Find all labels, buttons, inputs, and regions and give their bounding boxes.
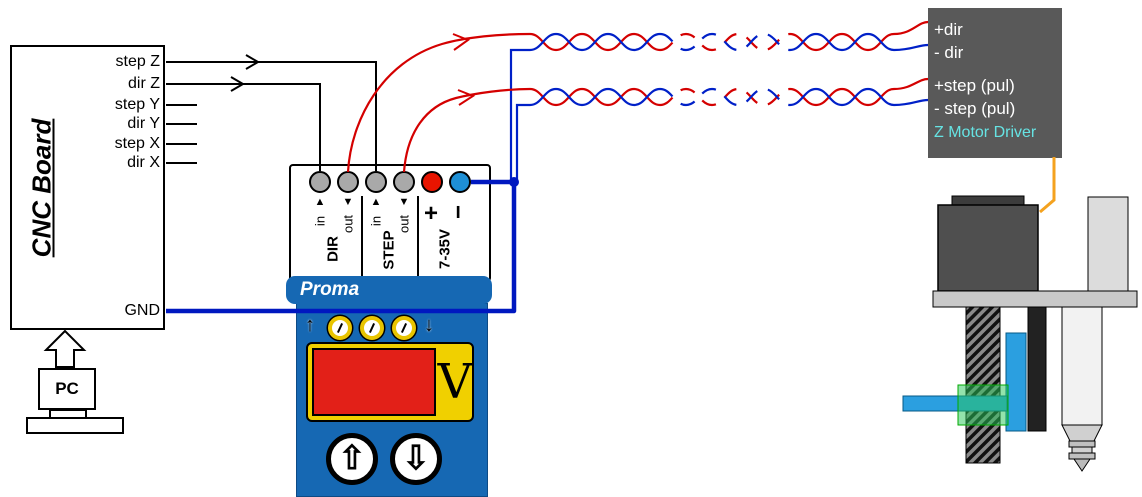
in-arrow-icon: ▲ bbox=[370, 196, 382, 208]
voltage-display bbox=[312, 348, 436, 416]
pc-label: PC bbox=[55, 379, 79, 398]
pc-stand bbox=[26, 409, 124, 434]
volt-unit-label: V bbox=[437, 354, 473, 410]
z-motor-driver-box: +dir - dir +step (pul) - step (pul) Z Mo… bbox=[928, 8, 1062, 158]
z-axis-assembly bbox=[902, 157, 1138, 472]
terminal-step-out bbox=[393, 171, 415, 193]
brand-label: Proma bbox=[300, 279, 360, 300]
signal-arrow-icon bbox=[452, 33, 471, 51]
motor-wire bbox=[1039, 157, 1056, 214]
section-divider bbox=[417, 196, 419, 276]
nut-highlight bbox=[957, 384, 1009, 426]
driver-pin-plus-dir: +dir bbox=[934, 20, 963, 39]
pin-label-step-z: step Z bbox=[115, 53, 160, 70]
stepper-motor bbox=[937, 204, 1039, 292]
minus-label: − bbox=[445, 204, 472, 220]
in-arrow-icon: ▲ bbox=[314, 196, 326, 208]
guide-rod-lower bbox=[1061, 306, 1103, 426]
red-signal-wires bbox=[346, 32, 531, 173]
out-arrow-icon: ▼ bbox=[398, 196, 410, 208]
decrease-button-icon: ⇩ bbox=[390, 433, 442, 485]
proma-brand-band: Proma bbox=[286, 276, 492, 304]
signal-arrow-icon bbox=[230, 76, 245, 92]
extruder-nozzle bbox=[1061, 424, 1103, 472]
increase-button-icon: ⇧ bbox=[326, 433, 378, 485]
support-bar bbox=[1027, 306, 1047, 432]
terminal-dir-in bbox=[309, 171, 331, 193]
pin-label-gnd: GND bbox=[124, 302, 160, 319]
junction-dot bbox=[509, 177, 519, 187]
pin-label-dir-z: dir Z bbox=[128, 75, 160, 92]
trim-up-arrow-icon: ↑ bbox=[305, 314, 315, 336]
dir-section-label: DIR bbox=[324, 236, 342, 262]
terminal-dir-out bbox=[337, 171, 359, 193]
trimpot-icon bbox=[328, 316, 352, 340]
pin-label-dir-y: dir Y bbox=[127, 115, 160, 132]
up-block-arrow-icon bbox=[43, 329, 87, 368]
signal-arrow-icon bbox=[457, 89, 476, 106]
trimpot-icon bbox=[392, 316, 416, 340]
dir-in-label: in bbox=[312, 215, 328, 227]
terminal-step-in bbox=[365, 171, 387, 193]
motor-cap bbox=[951, 195, 1025, 208]
driver-pin-minus-dir: - dir bbox=[934, 43, 964, 62]
pin-label-step-x: step X bbox=[114, 135, 160, 152]
signal-arrow-icon bbox=[245, 54, 260, 70]
pin-stub-wires bbox=[166, 104, 197, 164]
mounting-plate bbox=[932, 290, 1138, 308]
step-z-wire bbox=[166, 61, 377, 171]
pc-box: PC bbox=[38, 368, 96, 410]
cnc-board-box bbox=[10, 45, 165, 330]
step-out-label: out bbox=[396, 214, 412, 234]
twisted-pair-dir bbox=[529, 20, 929, 52]
out-arrow-icon: ▼ bbox=[342, 196, 354, 208]
trimpot-icon bbox=[360, 316, 384, 340]
twisted-pair-step bbox=[529, 77, 929, 107]
pin-label-step-y: step Y bbox=[114, 96, 160, 113]
driver-pin-minus-step: - step (pul) bbox=[934, 99, 1016, 118]
lead-screw bbox=[965, 306, 1001, 464]
carriage-arm bbox=[902, 395, 1008, 412]
dir-out-label: out bbox=[340, 214, 356, 234]
pin-label-dir-x: dir X bbox=[127, 154, 160, 171]
voltage-range-label: 7-35V bbox=[436, 228, 454, 270]
terminal-power-plus bbox=[421, 171, 443, 193]
section-divider bbox=[361, 196, 363, 276]
carriage-plate bbox=[1005, 332, 1027, 432]
step-in-label: in bbox=[368, 215, 384, 227]
plus-label: + bbox=[423, 200, 439, 227]
step-section-label: STEP bbox=[380, 230, 398, 270]
dir-z-wire bbox=[166, 83, 321, 171]
trim-down-arrow-icon: ↓ bbox=[424, 314, 434, 336]
guide-rod-upper bbox=[1087, 196, 1129, 294]
driver-title: Z Motor Driver bbox=[934, 124, 1037, 141]
terminal-power-minus bbox=[449, 171, 471, 193]
driver-pin-plus-step: +step (pul) bbox=[934, 76, 1015, 95]
